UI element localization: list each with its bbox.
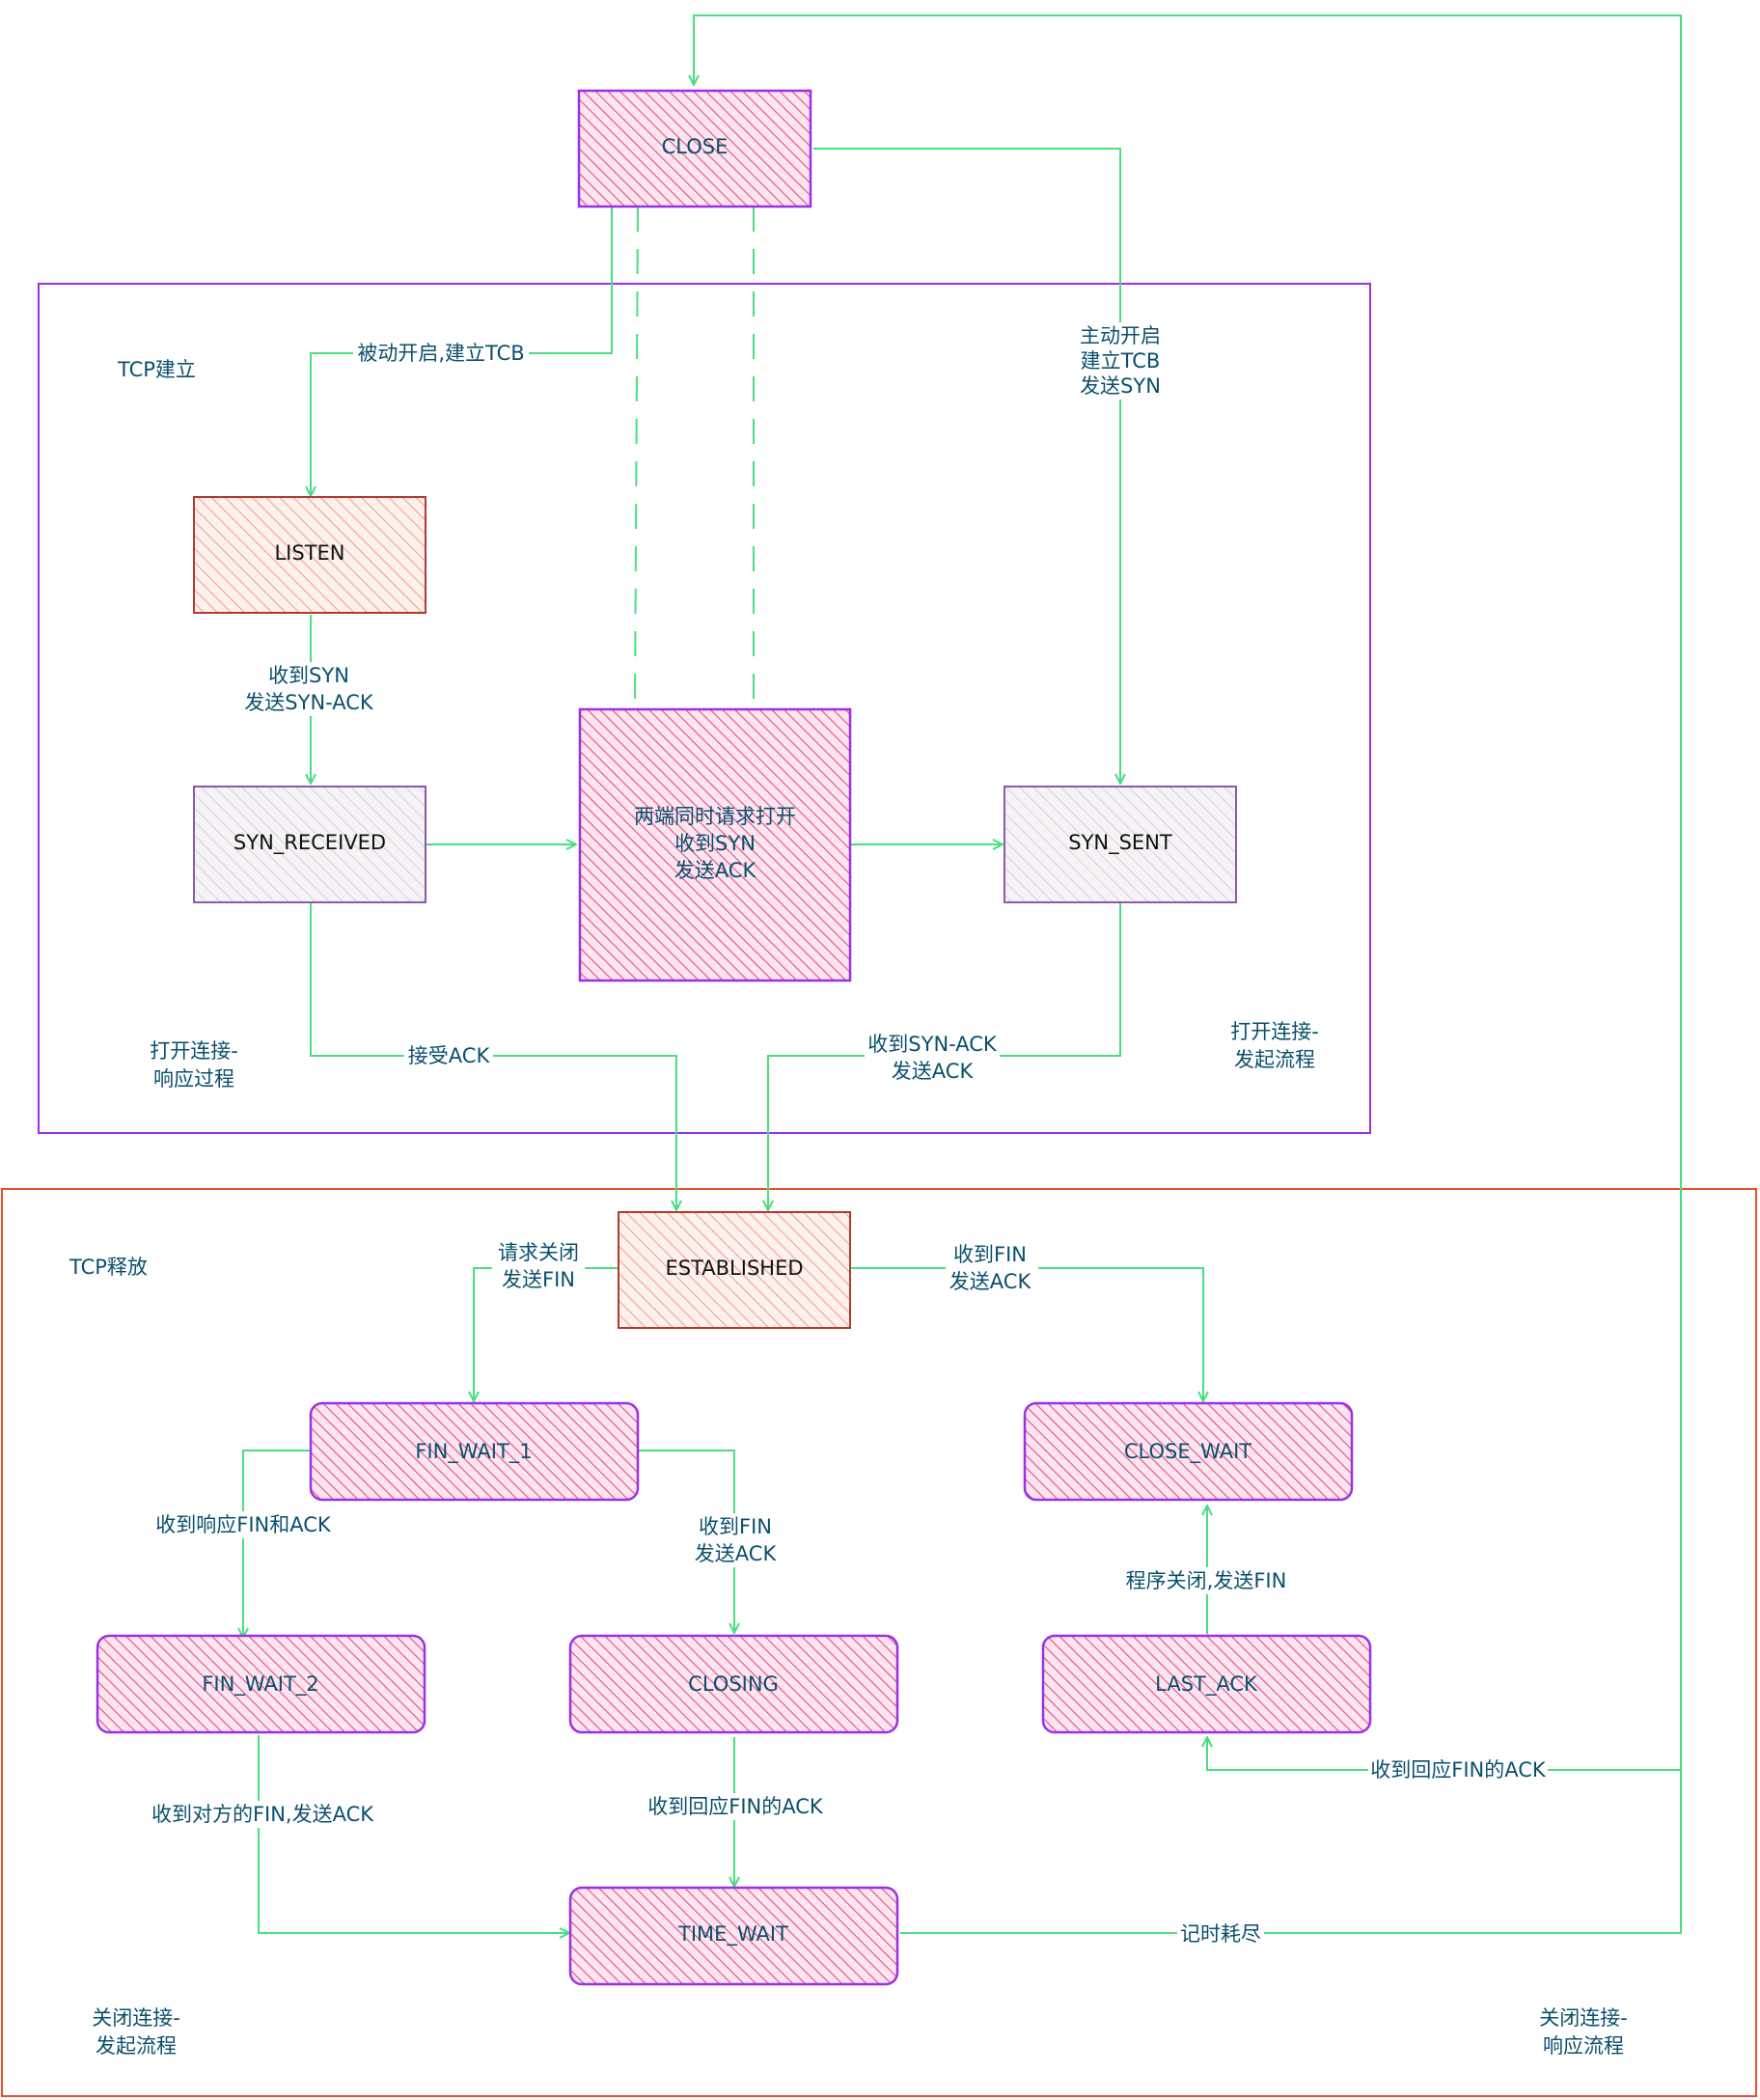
release-note-right-1: 关闭连接-	[1539, 2006, 1628, 2030]
svg-text:请求关闭: 请求关闭	[498, 1241, 579, 1264]
establish-note-left-1: 打开连接-	[150, 1039, 238, 1063]
establish-note-left-2: 响应过程	[153, 1067, 234, 1091]
edge-active-open	[813, 148, 1120, 784]
label-timeout: 记时耗尽	[1177, 1920, 1264, 1948]
tcp-establish-title: TCP建立	[117, 358, 196, 381]
state-syn-received-label: SYN_RECEIVED	[234, 831, 386, 855]
svg-text:收到回应FIN的ACK: 收到回应FIN的ACK	[1370, 1758, 1547, 1782]
state-fin-wait-1: FIN_WAIT_1	[309, 1401, 640, 1502]
edge-fin-wait-2-to-time-wait	[258, 1735, 569, 1933]
svg-text:发送ACK: 发送ACK	[892, 1060, 975, 1083]
svg-text:记时耗尽: 记时耗尽	[1180, 1922, 1261, 1946]
svg-text:程序关闭,发送FIN: 程序关闭,发送FIN	[1126, 1569, 1287, 1592]
label-recv-peer-fin: 收到对方的FIN,发送ACK	[149, 1801, 376, 1828]
establish-note-right-1: 打开连接-	[1230, 1020, 1319, 1043]
label-recv-fin-ack-last: 收到回应FIN的ACK	[1368, 1756, 1548, 1783]
label-recv-fin-fin-wait-1: 收到FIN 发送ACK	[689, 1513, 782, 1567]
state-listen-label: LISTEN	[274, 541, 344, 565]
state-close-wait: CLOSE_WAIT	[1023, 1401, 1354, 1502]
svg-text:被动开启,建立TCB: 被动开启,建立TCB	[357, 342, 524, 365]
label-recv-fin-established: 收到FIN 发送ACK	[946, 1241, 1038, 1295]
state-time-wait: TIME_WAIT	[568, 1886, 899, 1986]
state-established: ESTABLISHED	[618, 1211, 851, 1329]
simultaneous-line-2: 收到SYN	[674, 832, 756, 855]
simultaneous-line-1: 两端同时请求打开	[634, 805, 796, 828]
state-close-label: CLOSE	[662, 135, 729, 158]
release-note-left-2: 发起流程	[96, 2034, 177, 2058]
release-note-right-2: 响应流程	[1543, 2034, 1624, 2058]
svg-text:收到SYN-ACK: 收到SYN-ACK	[867, 1033, 998, 1056]
svg-text:收到SYN: 收到SYN	[268, 664, 349, 687]
release-note-left-1: 关闭连接-	[92, 2006, 180, 2030]
state-close: CLOSE	[577, 89, 812, 208]
svg-text:发送SYN-ACK: 发送SYN-ACK	[244, 691, 374, 714]
svg-text:发送ACK: 发送ACK	[695, 1542, 778, 1565]
state-fin-wait-1-label: FIN_WAIT_1	[415, 1440, 532, 1464]
state-close-wait-label: CLOSE_WAIT	[1124, 1440, 1251, 1464]
edge-fin-wait-1-to-closing	[638, 1450, 734, 1633]
tcp-establish-region	[38, 283, 1371, 1134]
svg-text:收到FIN: 收到FIN	[699, 1515, 772, 1538]
tcp-release-region	[1, 1188, 1757, 2097]
svg-text:建立TCB: 建立TCB	[1081, 349, 1161, 373]
label-active-open: 主动开启 建立TCB 发送SYN	[1075, 322, 1168, 400]
simultaneous-line-3: 发送ACK	[674, 859, 757, 882]
svg-text:发送FIN: 发送FIN	[502, 1268, 575, 1291]
state-established-label: ESTABLISHED	[665, 1257, 803, 1280]
label-request-close: 请求关闭 发送FIN	[492, 1239, 585, 1293]
svg-text:收到响应FIN和ACK: 收到响应FIN和ACK	[155, 1513, 332, 1536]
svg-text:收到对方的FIN,发送ACK: 收到对方的FIN,发送ACK	[151, 1803, 374, 1826]
svg-text:发送ACK: 发送ACK	[949, 1270, 1032, 1293]
label-recv-syn-ack: 收到SYN-ACK 发送ACK	[865, 1031, 1000, 1085]
label-accept-ack: 接受ACK	[404, 1042, 493, 1069]
state-syn-received: SYN_RECEIVED	[193, 786, 426, 903]
label-recv-fin-ack-closing: 收到回应FIN的ACK	[645, 1793, 824, 1820]
state-last-ack: LAST_ACK	[1041, 1634, 1372, 1734]
state-closing: CLOSING	[568, 1634, 899, 1734]
state-time-wait-label: TIME_WAIT	[677, 1922, 788, 1947]
state-syn-sent: SYN_SENT	[1004, 786, 1237, 903]
svg-text:发送SYN: 发送SYN	[1080, 374, 1161, 398]
state-last-ack-label: LAST_ACK	[1155, 1672, 1258, 1697]
state-syn-sent-label: SYN_SENT	[1068, 831, 1172, 855]
edge-dashed-left	[634, 206, 639, 709]
state-fin-wait-2: FIN_WAIT_2	[96, 1634, 426, 1734]
establish-note-right-2: 发起流程	[1234, 1048, 1315, 1071]
state-simultaneous-open: 两端同时请求打开 收到SYN 发送ACK	[578, 707, 852, 982]
label-recv-fin-and-ack: 收到响应FIN和ACK	[154, 1511, 332, 1538]
state-listen: LISTEN	[193, 496, 426, 614]
svg-text:接受ACK: 接受ACK	[408, 1044, 491, 1067]
svg-text:收到回应FIN的ACK: 收到回应FIN的ACK	[647, 1795, 824, 1818]
tcp-release-title: TCP释放	[69, 1256, 148, 1279]
edge-fin-wait-1-to-2	[243, 1450, 311, 1638]
edge-accept-ack	[310, 903, 676, 1210]
svg-text:收到FIN: 收到FIN	[953, 1243, 1027, 1266]
state-closing-label: CLOSING	[688, 1672, 779, 1696]
edge-timeout-loop	[694, 14, 1682, 1934]
label-recv-syn: 收到SYN 发送SYN-ACK	[241, 662, 376, 716]
svg-text:主动开启: 主动开启	[1080, 324, 1161, 347]
label-app-close: 程序关闭,发送FIN	[1121, 1567, 1291, 1594]
label-passive-open: 被动开启,建立TCB	[353, 340, 529, 367]
state-fin-wait-2-label: FIN_WAIT_2	[202, 1672, 318, 1697]
